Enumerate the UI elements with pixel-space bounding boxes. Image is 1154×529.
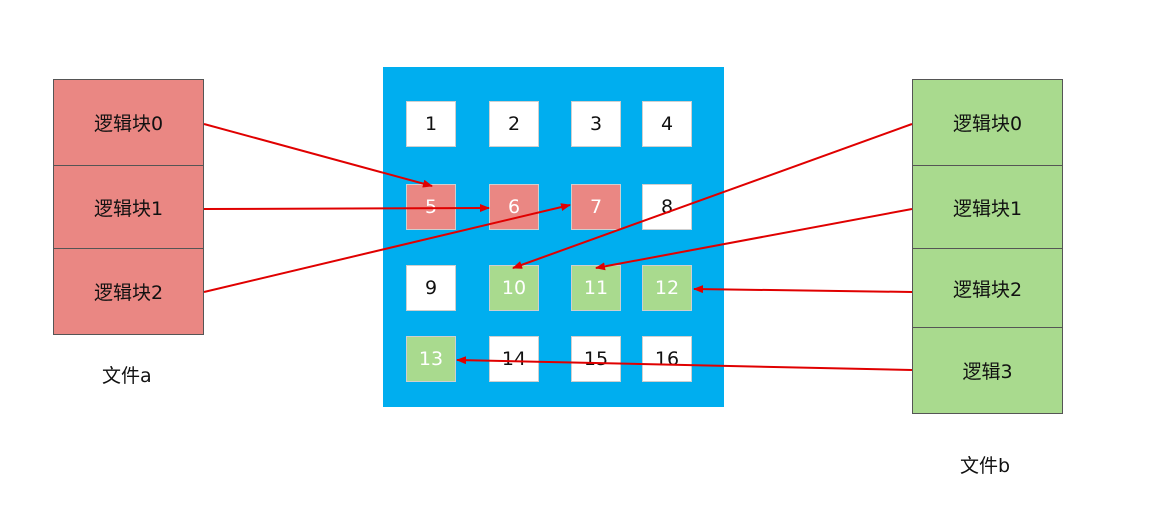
disk-cell-5: 5 (406, 184, 456, 230)
disk-cell-13: 13 (406, 336, 456, 382)
file-b-label: 文件b (960, 455, 1011, 477)
file-b-block-0-label: 逻辑块0 (952, 113, 1023, 135)
file-b-block-1-label: 逻辑块1 (952, 197, 1023, 220)
disk-cell-14: 14 (489, 336, 539, 382)
file-b-block-0: 逻辑块0 (912, 79, 1063, 166)
file-a-block-0: 逻辑块0 (53, 79, 204, 166)
disk-cell-7: 7 (571, 184, 621, 230)
arrow-b2-to-12 (693, 285, 913, 294)
disk-cell-16: 16 (642, 336, 692, 382)
file-a-block-2: 逻辑块2 (53, 248, 204, 335)
disk-cell-4: 4 (642, 101, 692, 147)
file-b-block-2: 逻辑块2 (912, 248, 1063, 328)
disk-cell-6: 6 (489, 184, 539, 230)
file-a-block-2-label: 逻辑块2 (93, 282, 164, 304)
disk-cell-11: 11 (571, 265, 621, 311)
file-b-block-2-label: 逻辑块2 (952, 278, 1023, 301)
disk-cell-10: 10 (489, 265, 539, 311)
file-b-block-3-label: 逻辑3 (962, 361, 1013, 383)
file-a-block-0-label: 逻辑块0 (93, 113, 164, 135)
disk-cell-15: 15 (571, 336, 621, 382)
disk-cell-1: 1 (406, 101, 456, 147)
file-b-block-3: 逻辑3 (912, 327, 1063, 414)
file-b-block-1: 逻辑块1 (912, 165, 1063, 249)
disk-cell-12: 12 (642, 265, 692, 311)
disk-cell-3: 3 (571, 101, 621, 147)
file-a-label: 文件a (102, 365, 152, 387)
disk-cell-9: 9 (406, 265, 456, 311)
disk-cell-8: 8 (642, 184, 692, 230)
file-a-block-1-label: 逻辑块1 (93, 197, 164, 220)
disk-cell-2: 2 (489, 101, 539, 147)
file-a-block-1: 逻辑块1 (53, 165, 204, 249)
